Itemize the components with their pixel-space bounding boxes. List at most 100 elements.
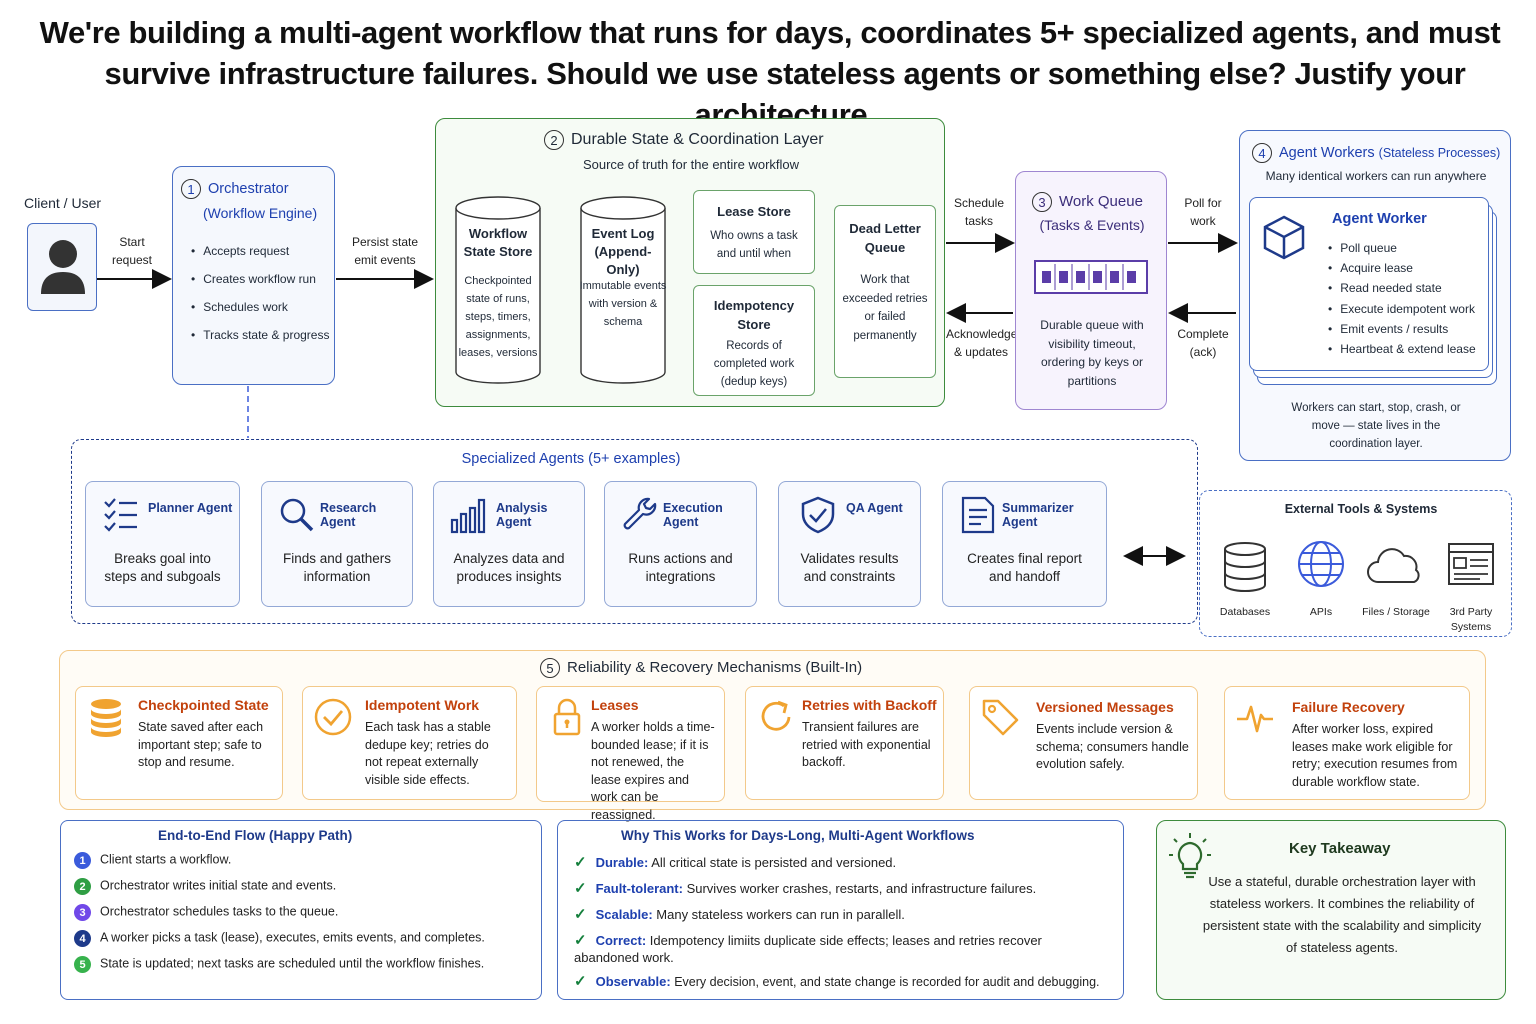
check-icon: ✓ [574, 906, 587, 923]
flow-step-number: 5 [74, 956, 91, 973]
bar-chart-icon [450, 498, 486, 534]
flow-step-text: A worker picks a task (lease), executes,… [100, 930, 485, 945]
external-item-3rd-party: 3rd Party Systems [1435, 540, 1507, 635]
external-item-files: Files / Storage [1360, 540, 1432, 620]
refresh-icon [761, 700, 791, 731]
why-item: ✓Correct: Idempotency limiits duplicate … [574, 932, 1094, 966]
mechanism-name: Idempotent Work [365, 697, 480, 713]
agent-name: Planner Agent [148, 501, 233, 515]
check-icon: ✓ [574, 854, 587, 871]
schedule-tasks-label: Schedule tasks [953, 196, 1005, 228]
reliability-title: 5 Reliability & Recovery Mechanisms (Buil… [540, 658, 862, 678]
cube-icon [1263, 215, 1305, 260]
orchestrator-title-text: Orchestrator [208, 180, 289, 197]
why-item: ✓Durable: All critical state is persiste… [574, 853, 896, 871]
state-layer-subtitle: Source of truth for the entire workflow [582, 157, 800, 172]
flow-step-text: Orchestrator writes initial state and ev… [100, 878, 337, 893]
why-text: Many stateless workers can run in parall… [652, 907, 905, 922]
research-agent-card: Research Agent Finds and gathers informa… [261, 481, 413, 607]
why-title: Why This Works for Days-Long, Multi-Agen… [621, 828, 975, 843]
why-key: Correct: [595, 933, 647, 948]
orchestrator-subtitle: (Workflow Engine) [203, 205, 318, 221]
mechanism-desc: A worker holds a time-bounded lease; if … [591, 720, 715, 822]
search-icon [280, 498, 314, 532]
agent-desc: Runs actions and integrations [628, 551, 733, 584]
execution-agent-card: Execution Agent Runs actions and integra… [604, 481, 757, 607]
shield-check-icon [801, 496, 835, 534]
flow-step-number: 2 [74, 878, 91, 895]
worker-item: Read needed state [1328, 278, 1476, 298]
agent-workers-title-suffix: (Stateless Processes) [1378, 145, 1501, 160]
flow-step: 2 Orchestrator writes initial state and e… [74, 878, 336, 895]
reliability-title-text: Reliability & Recovery Mechanisms (Built… [567, 658, 863, 676]
work-queue-subtitle: (Tasks & Events) [1039, 217, 1145, 233]
specialized-agents-title: Specialized Agents (5+ examples) [461, 451, 681, 467]
mechanism-retries: Retries with Backoff Transient failures … [745, 686, 944, 800]
complete-label: Complete (ack) [1177, 327, 1229, 359]
mechanism-desc: Events include version & schema; consume… [1036, 722, 1189, 771]
workflow-store-cylinder [455, 196, 541, 384]
why-item: ✓ Fault-tolerant: Survives worker crashes… [574, 879, 1036, 897]
worker-item: Poll queue [1328, 238, 1476, 258]
worker-item: Acquire lease [1328, 258, 1476, 278]
agent-workers-subtitle: Many identical workers can run anywhere [1265, 169, 1487, 183]
lease-store-box: Lease Store Who owns a task and until wh… [693, 190, 815, 274]
flow-step-number: 3 [74, 904, 91, 921]
why-key: Observable: [595, 974, 671, 989]
cloud-icon [1367, 548, 1420, 583]
start-request-label: Start request [111, 235, 153, 267]
agent-worker-list: Poll queue Acquire lease Read needed sta… [1328, 238, 1476, 359]
client-label: Client / User [24, 195, 102, 211]
title-line-2: survive infrastructure failures. Should … [104, 56, 1466, 132]
check-icon: ✓ [574, 973, 587, 990]
why-key: Scalable: [595, 907, 653, 922]
external-item-databases: Databases [1209, 540, 1281, 620]
queue-icon [1034, 260, 1148, 294]
agent-name: Research Agent [320, 501, 377, 529]
dead-letter-desc: Work that exceeded retries or failed per… [842, 274, 928, 342]
agent-name: Execution Agent [663, 501, 723, 529]
why-key: Fault-tolerant: [595, 881, 683, 896]
why-item: ✓ Scalable: Many stateless workers can ru… [574, 905, 905, 923]
agent-desc: Analyzes data and produces insights [453, 551, 565, 584]
tag-icon [982, 699, 1019, 736]
takeaway-title: Key Takeaway [1289, 840, 1391, 857]
planner-agent-card: Planner Agent Breaks goal into steps and… [85, 481, 240, 607]
takeaway-box: Key Takeaway Use a stateful, durable orc… [1156, 820, 1506, 1000]
orchestrator-number: 1 [181, 179, 201, 199]
orchestrator-title: 1 Orchestrator [181, 179, 289, 199]
check-icon: ✓ [574, 880, 587, 897]
flow-step-number: 4 [74, 930, 91, 947]
idempotency-store-box: Idempotency Store Records of completed w… [693, 285, 815, 396]
why-key: Durable: [595, 855, 649, 870]
lightbulb-icon [1169, 833, 1211, 879]
worker-item: Execute idempotent work [1328, 299, 1476, 319]
mechanism-checkpointed: Checkpointed State State saved after eac… [75, 686, 283, 800]
reliability-number: 5 [540, 658, 560, 678]
mechanism-desc: Transient failures are retried with expo… [802, 720, 931, 769]
agent-workers-footer: Workers can start, stop, crash, or move … [1291, 402, 1461, 450]
why-text: Survives worker crashes, restarts, and i… [682, 881, 1037, 896]
mechanism-idempotent: Idempotent Work Each task has a stable d… [302, 686, 517, 800]
mechanism-desc: State saved after each important step; s… [138, 720, 264, 769]
agent-name: Summarizer Agent [1002, 501, 1074, 529]
flow-step-text: Orchestrator schedules tasks to the queu… [100, 904, 339, 919]
pulse-icon [1237, 705, 1273, 733]
mechanism-leases: Leases A worker holds a time-bounded lea… [536, 686, 725, 822]
agent-name: Analysis Agent [496, 501, 548, 529]
agent-desc: Breaks goal into steps and subgoals [104, 551, 221, 584]
check-icon: ✓ [574, 932, 587, 949]
workflow-store-title: Workflow State Store [463, 226, 533, 259]
agent-name: QA Agent [846, 501, 903, 515]
external-label: Files / Storage [1362, 606, 1430, 618]
why-box [557, 820, 1124, 1000]
mechanism-name: Checkpointed State [138, 697, 269, 713]
external-label: 3rd Party Systems [1449, 606, 1493, 633]
agent-desc: Creates final report and handoff [967, 551, 1082, 584]
why-item: ✓Observable: Every decision, event, and … [574, 972, 1100, 990]
